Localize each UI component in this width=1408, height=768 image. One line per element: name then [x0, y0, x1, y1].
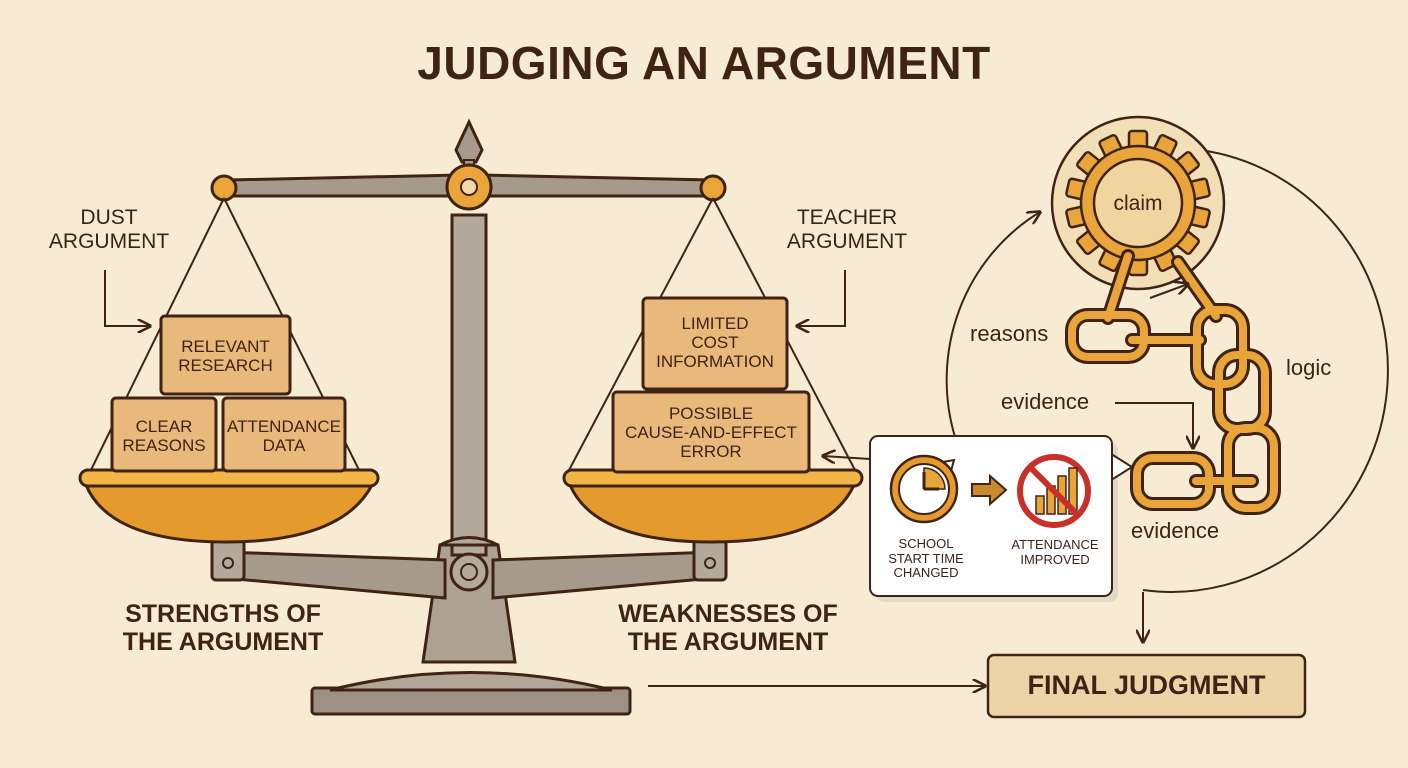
dust-argument-label: DUST ARGUMENT [48, 206, 170, 253]
evidence-label-2: evidence [1131, 518, 1220, 543]
attendance-data-text: ATTENDANCE DATA [227, 417, 341, 456]
box-relevant-research [159, 314, 292, 396]
teacher-argument-label: TEACHER ARGUMENT [786, 206, 908, 253]
right-pan [562, 468, 864, 544]
box-clear-reasons [110, 396, 218, 473]
strengths-label: STRENGTHS OF THE ARGUMENT [122, 600, 324, 656]
effect-text: ATTENDANCE IMPROVED [1011, 537, 1099, 567]
clear-reasons-text: CLEAR REASONS [122, 417, 206, 456]
cause-text: SCHOOL START TIME CHANGED [888, 536, 964, 581]
final-judgment-box [986, 653, 1307, 719]
box-cause-effect [611, 390, 811, 474]
page-title: JUDGING AN ARGUMENT [417, 37, 991, 89]
reasons-label: reasons [970, 321, 1049, 346]
gear-icon [1050, 115, 1226, 291]
scale-stand [210, 118, 728, 716]
arrow-right-icon [971, 473, 1008, 507]
claim-label: claim [1113, 192, 1163, 215]
left-boxes [110, 314, 347, 473]
label-arrows [104, 270, 1143, 686]
box-limited-cost [641, 296, 789, 391]
weaknesses-label: WEAKNESSES OF THE ARGUMENT [618, 600, 838, 656]
evidence-label-1: evidence [1001, 389, 1090, 414]
box-attendance-data [221, 396, 347, 473]
relevant-research-text: RELEVANT RESEARCH [178, 337, 273, 376]
chain-icon [1065, 249, 1281, 515]
cause-effect-text: POSSIBLE CAUSE-AND-EFFECT ERROR [625, 404, 797, 462]
final-judgment-label: FINAL JUDGMENT [1027, 670, 1266, 700]
clock-icon [889, 454, 959, 524]
no-improvement-icon [1017, 454, 1091, 528]
logic-circle [945, 149, 1389, 593]
limited-cost-text: LIMITED COST INFORMATION [656, 314, 774, 372]
left-pan [78, 468, 380, 544]
right-boxes [611, 296, 811, 474]
chain-arrows [1115, 284, 1193, 448]
logic-label: logic [1286, 355, 1332, 380]
